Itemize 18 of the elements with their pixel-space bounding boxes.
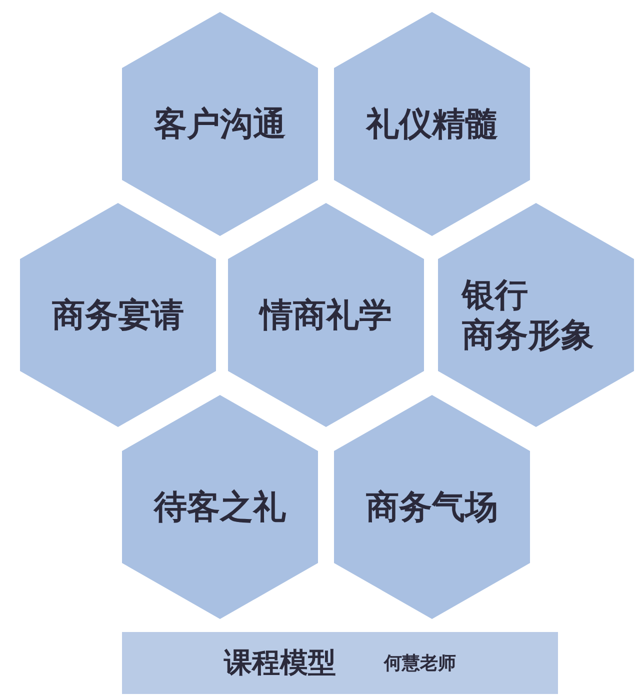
hexagon-label: 商务宴请 (52, 295, 184, 335)
hexagon (228, 203, 424, 427)
title-bar (122, 632, 558, 694)
author-name: 何慧老师 (384, 652, 456, 676)
hexagon (334, 395, 530, 619)
hexagon (334, 12, 530, 236)
hexagon-label: 客户沟通 (154, 104, 286, 144)
hexagon (438, 203, 634, 427)
hexagon-label: 礼仪精髓 (366, 104, 498, 144)
hexagon (122, 12, 318, 236)
hexagon (122, 395, 318, 619)
hexagon-label: 银行 (462, 275, 528, 315)
hexagon (20, 203, 216, 427)
hexagon-label: 商务气场 (366, 487, 498, 527)
hexagon-label: 待客之礼 (154, 487, 286, 527)
hexagon-label: 情商礼学 (260, 295, 392, 335)
model-title: 课程模型 (224, 645, 336, 681)
hexagon-label: 商务形象 (462, 315, 594, 355)
